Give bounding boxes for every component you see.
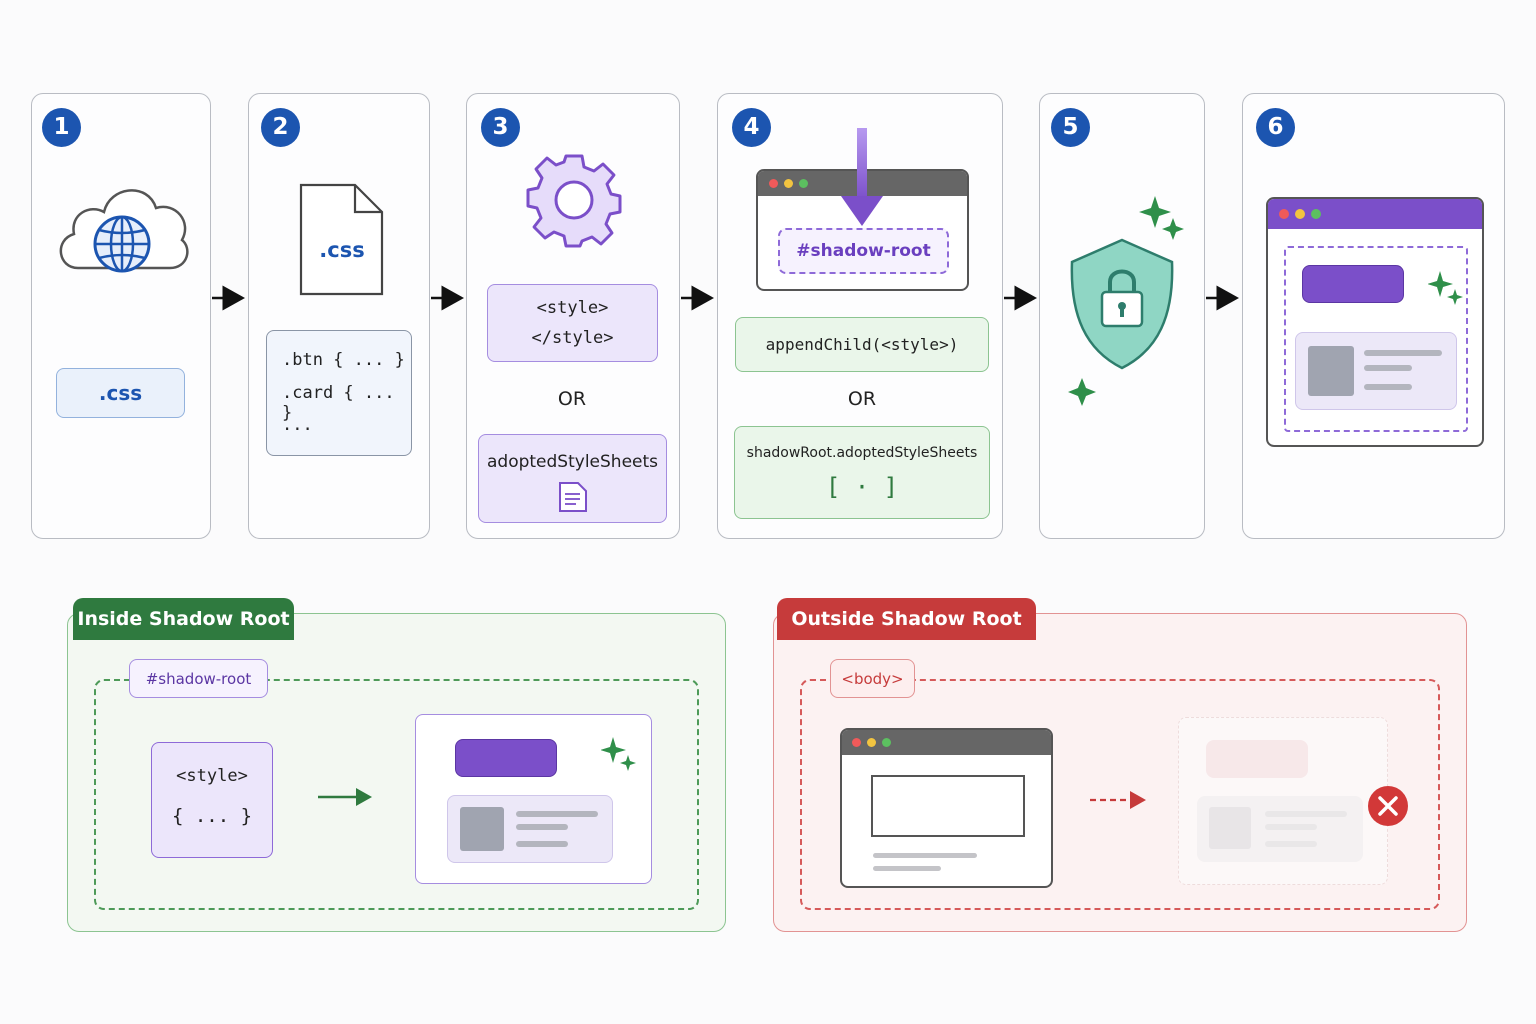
card-line	[1265, 841, 1317, 847]
shadow-boundary	[1284, 246, 1468, 432]
shadow-adopted-box: shadowRoot.adoptedStyleSheets [ · ]	[734, 426, 990, 519]
window-dot-red	[1279, 209, 1289, 219]
inside-styled-window	[415, 714, 652, 884]
card-line	[1364, 365, 1412, 371]
blocked-x-icon	[1368, 786, 1408, 826]
outside-content-box	[871, 775, 1025, 837]
append-child-box: appendChild(<style>)	[735, 317, 989, 372]
shield-lock-icon	[1068, 196, 1184, 406]
inside-apply-arrow	[318, 788, 372, 806]
window-dot-green	[882, 738, 891, 747]
style-open-tag: <style>	[536, 298, 609, 318]
card-line	[1265, 824, 1317, 830]
code-line-btn: .btn { ... }	[282, 350, 405, 370]
outside-unstyled-window	[1178, 717, 1388, 885]
step-1-panel	[31, 93, 211, 539]
shadow-root-slot: #shadow-root	[778, 228, 949, 274]
outside-shadow-title: Outside Shadow Root	[777, 598, 1036, 640]
browser-titlebar	[842, 730, 1051, 755]
stylesheet-doc-icon	[559, 482, 587, 512]
adopted-stylesheets-label: adoptedStyleSheets	[486, 452, 659, 472]
card-line	[1364, 384, 1412, 390]
window-dot-green	[799, 179, 808, 188]
step-4-badge: 4	[732, 108, 771, 147]
window-dot-green	[1311, 209, 1321, 219]
cloud-globe-icon	[59, 189, 189, 273]
styled-button	[1302, 265, 1404, 303]
gear-icon	[526, 154, 622, 248]
inside-shadow-title: Inside Shadow Root	[73, 598, 294, 640]
inside-styled-card	[447, 795, 613, 863]
browser-window-4: #shadow-root	[756, 169, 969, 291]
faded-button	[1206, 740, 1308, 778]
outside-dashed-boundary	[800, 679, 1440, 910]
card-image	[1209, 807, 1251, 849]
card-line	[516, 824, 568, 830]
css-file-label: .css	[319, 238, 365, 262]
step-3-badge: 3	[481, 108, 520, 147]
style-close-tag: </style>	[531, 328, 614, 348]
css-file-icon	[299, 183, 384, 296]
css-file-chip: .css	[56, 368, 185, 418]
outside-body-tag: <body>	[830, 659, 915, 698]
card-line	[1265, 811, 1347, 817]
inside-style-box: <style> { ... }	[151, 742, 273, 858]
step-1-badge: 1	[42, 108, 81, 147]
card-image	[1308, 346, 1354, 396]
step-6-badge: 6	[1256, 108, 1295, 147]
outside-browser-window	[840, 728, 1053, 888]
window-dot-yellow	[1295, 209, 1305, 219]
or-label-3: OR	[557, 388, 587, 410]
css-code-box: .btn { ... } .card { ... } ...	[266, 330, 412, 456]
sparkle-icon	[601, 737, 636, 771]
adopted-stylesheets-box: adoptedStyleSheets	[478, 434, 667, 523]
faded-card	[1197, 796, 1363, 862]
text-line	[873, 853, 977, 858]
style-tag-box: <style> </style>	[487, 284, 658, 362]
code-line-ellipsis: ...	[282, 415, 313, 435]
card-line	[516, 811, 598, 817]
inject-down-arrow	[841, 128, 883, 226]
window-dot-yellow	[784, 179, 793, 188]
text-line	[873, 866, 941, 871]
inside-styled-button	[455, 739, 557, 777]
array-bracket-icon: [ · ]	[825, 473, 899, 501]
sparkle-icon	[1428, 271, 1463, 305]
inside-style-body: { ... }	[171, 805, 253, 827]
styled-card	[1295, 332, 1457, 410]
window-dot-red	[852, 738, 861, 747]
step-2-panel	[248, 93, 430, 539]
inside-style-tag: <style>	[176, 766, 248, 786]
inside-shadow-root-tag: #shadow-root	[129, 659, 268, 698]
styled-browser-window	[1266, 197, 1484, 447]
window-dot-yellow	[867, 738, 876, 747]
card-line	[516, 841, 568, 847]
inside-dashed-boundary	[94, 679, 699, 910]
code-line-card: .card { ... }	[282, 383, 395, 423]
or-label-4: OR	[847, 388, 877, 410]
card-image	[460, 807, 504, 851]
step-2-badge: 2	[261, 108, 300, 147]
outside-blocked-arrow	[1090, 791, 1146, 809]
step-5-badge: 5	[1051, 108, 1090, 147]
window-dot-red	[769, 179, 778, 188]
shadow-adopted-label: shadowRoot.adoptedStyleSheets	[746, 445, 978, 461]
card-line	[1364, 350, 1442, 356]
